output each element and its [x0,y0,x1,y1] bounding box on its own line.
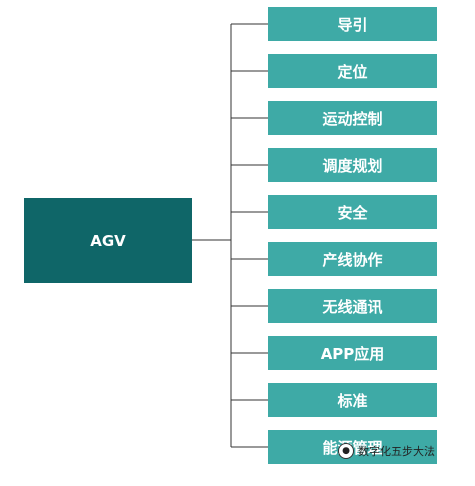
node-line-collaboration: 产线协作 [268,242,437,276]
root-node-label: AGV [90,231,126,250]
node-app: APP应用 [268,336,437,370]
node-safety: 安全 [268,195,437,229]
node-label: 无线通讯 [322,297,383,316]
root-node-agv: AGV [24,198,192,283]
node-dispatch-planning: 调度规划 [268,148,437,182]
node-label: 定位 [337,62,368,81]
node-label: 运动控制 [322,109,383,128]
watermark-text: 数字化五步大法 [358,445,435,458]
node-label: 调度规划 [322,156,383,175]
watermark: ● 数字化五步大法 [338,441,435,461]
node-motion-control: 运动控制 [268,101,437,135]
wechat-icon: ● [338,443,354,459]
node-label: 安全 [337,203,368,222]
node-label: 导引 [337,15,368,34]
node-label: 标准 [337,391,368,410]
node-label: 产线协作 [322,250,383,269]
node-label: APP应用 [320,344,385,363]
branch-lines [231,23,268,448]
node-standards: 标准 [268,383,437,417]
node-guidance: 导引 [268,7,437,41]
node-positioning: 定位 [268,54,437,88]
node-wireless-comm: 无线通讯 [268,289,437,323]
